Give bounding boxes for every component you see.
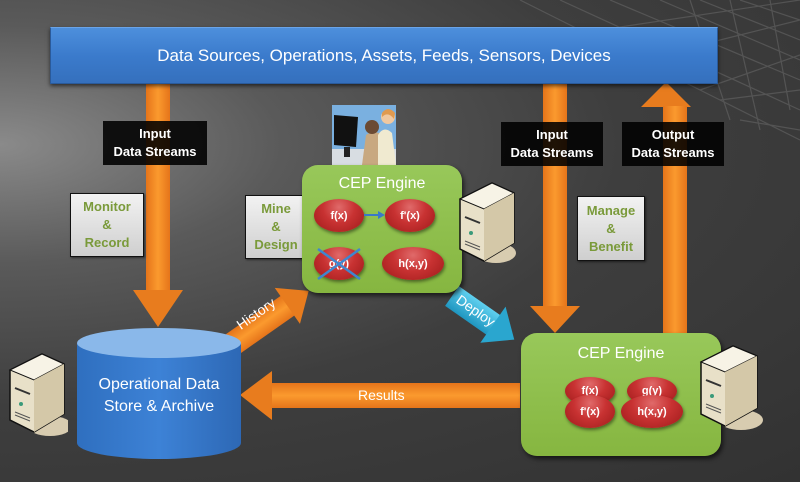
output-line1: Output	[651, 127, 695, 142]
design-cep-engine: CEP Engine f(x) f'(x) g(y) h(x,y)	[302, 165, 462, 293]
transform-arrow-icon	[364, 211, 385, 219]
monitor-line1: Monitor	[83, 199, 131, 214]
people-at-computer-icon	[332, 105, 396, 165]
function-oval: h(x,y)	[382, 247, 444, 280]
manage-line3: Benefit	[588, 238, 634, 254]
server-icon	[458, 182, 516, 263]
function-oval: f'(x)	[385, 199, 435, 232]
manage-line1: Manage	[586, 202, 636, 218]
data-store-line2: Store & Archive	[103, 398, 215, 415]
right-input-line1: Input	[536, 127, 568, 142]
engine-overlay	[317, 211, 385, 281]
function-oval: f(x)	[314, 199, 364, 232]
left-input-arrow	[133, 82, 183, 327]
data-store-cylinder	[77, 328, 241, 459]
results-arrow	[240, 371, 520, 420]
design-engine-title: CEP Engine	[338, 175, 426, 192]
strike-x-icon	[317, 247, 361, 281]
mine-line1: Mine	[261, 201, 291, 216]
server-icon	[8, 353, 68, 436]
data-sources-bar: Data Sources, Operations, Assets, Feeds,…	[50, 27, 718, 84]
right-input-streams-label: Input Data Streams	[501, 122, 603, 166]
manage-benefit-box: Manage & Benefit	[577, 196, 645, 261]
left-input-line2: Data Streams	[113, 144, 197, 159]
monitor-line2: &	[102, 217, 112, 232]
results-label: Results	[358, 387, 405, 403]
left-input-streams-label: Input Data Streams	[103, 121, 207, 165]
history-arrow	[223, 287, 309, 356]
monitor-record-box: Monitor & Record	[70, 193, 144, 257]
data-store-label: Operational Data Store & Archive	[80, 374, 238, 418]
data-store-line1: Operational Data	[98, 376, 220, 393]
right-input-arrow	[530, 82, 580, 333]
output-line2: Data Streams	[631, 145, 715, 160]
server-icon	[699, 345, 763, 430]
deployed-cep-engine: CEP Engine f(x) g(y) f'(x) h(x,y)	[521, 333, 721, 456]
manage-line2: &	[606, 220, 616, 236]
deployed-engine-title: CEP Engine	[577, 345, 665, 362]
mine-design-box: Mine & Design	[245, 195, 307, 259]
deploy-arrow	[445, 286, 515, 343]
right-input-line2: Data Streams	[510, 145, 594, 160]
output-streams-label: Output Data Streams	[622, 122, 724, 166]
function-oval: h(x,y)	[621, 395, 683, 428]
left-input-line1: Input	[139, 126, 171, 141]
mine-line2: &	[271, 219, 281, 234]
data-sources-label: Data Sources, Operations, Assets, Feeds,…	[157, 45, 611, 65]
mine-line3: Design	[254, 237, 298, 252]
function-oval: f'(x)	[565, 395, 615, 428]
output-arrow	[641, 82, 691, 338]
monitor-line3: Record	[84, 235, 130, 250]
